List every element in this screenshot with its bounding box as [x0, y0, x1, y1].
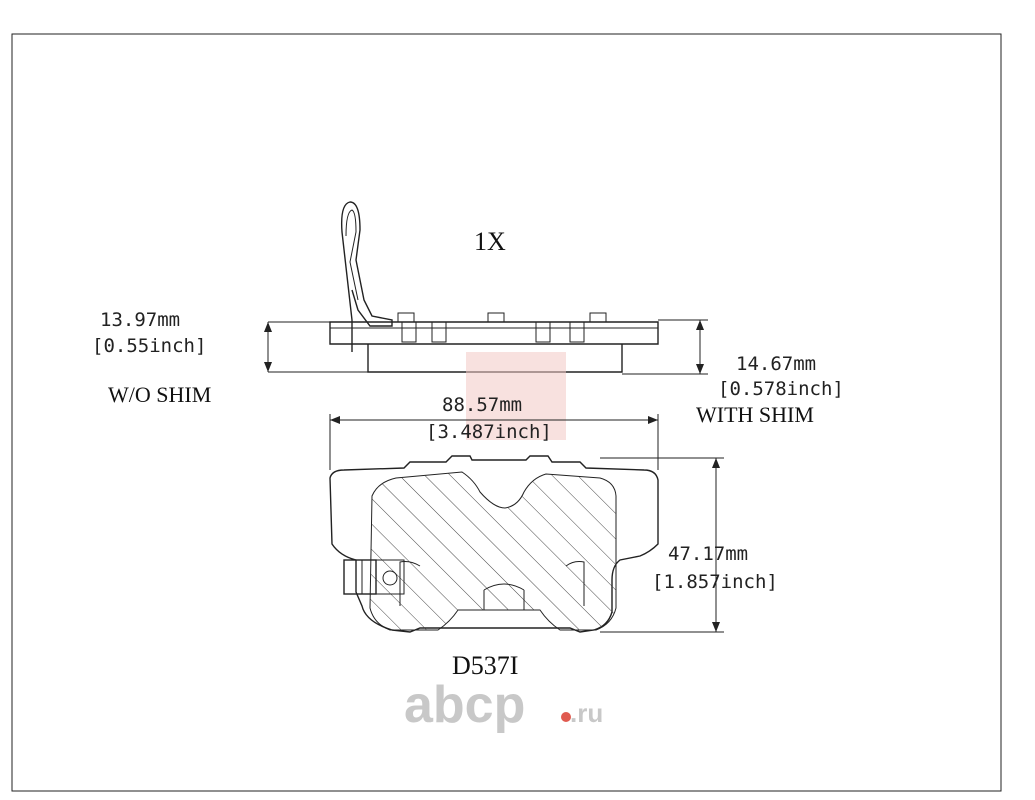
front-view: [329, 455, 659, 633]
logo-dot: [561, 712, 571, 722]
view-label: 1X: [474, 227, 506, 256]
dim-height-inch: [1.857inch]: [652, 571, 778, 593]
dim-height-mm: 47.17mm: [668, 543, 748, 565]
dim-with-shim-mm: 14.67mm: [736, 353, 816, 375]
drawing-frame: [11, 33, 1002, 792]
wear-clip: [340, 201, 393, 352]
logo-text: abcp: [404, 676, 525, 734]
dim-wo-shim-mm: 13.97mm: [100, 309, 180, 331]
dim-width: [329, 414, 659, 470]
dim-with-shim-inch: [0.578inch]: [718, 378, 844, 400]
dim-width-mm: 88.57mm: [442, 394, 522, 416]
label-wo-shim: W/O SHIM: [108, 382, 211, 407]
dim-height: [600, 457, 724, 633]
center-watermark: [466, 352, 566, 440]
dim-thickness-with-shim: [622, 319, 708, 375]
abcp-logo: abcp .ru: [404, 676, 603, 734]
dim-wo-shim-inch: [0.55inch]: [92, 335, 206, 357]
part-number: D537I: [452, 651, 518, 680]
dim-thickness-wo-shim: [264, 321, 368, 373]
label-with-shim: WITH SHIM: [696, 402, 814, 427]
dim-width-inch: [3.487inch]: [426, 421, 552, 443]
logo-suffix: .ru: [570, 698, 603, 728]
side-view: [329, 201, 659, 373]
